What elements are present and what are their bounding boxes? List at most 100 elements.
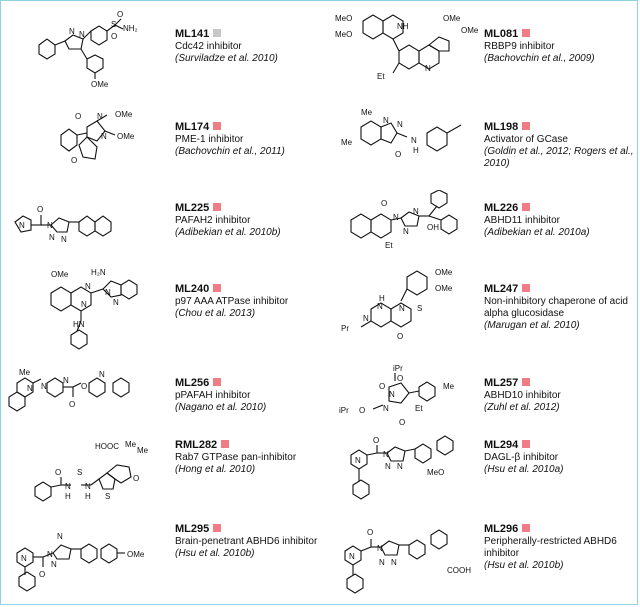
- citation: (Adibekian et al. 2010b): [175, 227, 281, 238]
- compound-description: p97 AAA ATPase inhibitor: [175, 296, 289, 307]
- atom-label: N: [97, 112, 103, 121]
- atom-label: MeO: [427, 468, 444, 477]
- compound-description: PME-1 inhibitor: [175, 134, 244, 145]
- atom-label: O: [81, 382, 87, 391]
- citation: (Bachovchin et al., 2011): [175, 146, 285, 157]
- atom-label: N: [363, 314, 369, 323]
- compound-id: ML198: [484, 121, 519, 133]
- atom-label: O: [39, 570, 45, 579]
- citation: (Hong et al. 2010): [175, 464, 256, 475]
- structure-ml294: O N N N N MeO: [350, 435, 454, 500]
- structure-ml295: N N N N O OMe: [16, 532, 145, 592]
- atom-label: N: [65, 482, 71, 491]
- atom-label: Me: [341, 138, 353, 147]
- atom-label: OMe: [461, 26, 479, 35]
- atom-label: N: [113, 298, 119, 307]
- atom-label: MeO: [335, 30, 352, 39]
- atom-label: N: [49, 233, 55, 242]
- atom-label: Me: [125, 440, 137, 449]
- citation: (Hsu et al. 2010b): [175, 548, 255, 559]
- square-marker: [522, 378, 531, 386]
- citation: (Hsu et al. 2010b): [484, 560, 564, 571]
- atom-label: OMe: [117, 132, 135, 141]
- atom-label: Et: [415, 404, 423, 413]
- atom-label: N: [85, 282, 91, 291]
- compound-description: Non-inhibitory chaperone of acid alpha g…: [484, 296, 628, 319]
- square-marker: [213, 122, 222, 130]
- structure-ml081: MeO MeO NH OMe OMe N Et: [335, 14, 479, 81]
- compound-id: ML141: [175, 28, 210, 40]
- atom-label: OMe: [127, 550, 145, 559]
- atom-label: N: [411, 136, 417, 145]
- atom-label: N: [383, 116, 389, 125]
- atom-label: Et: [385, 241, 393, 250]
- atom-label: N: [105, 288, 111, 297]
- atom-label: Me: [137, 446, 149, 455]
- atom-label: N: [355, 456, 361, 465]
- citation: (Chou et al. 2013): [175, 308, 256, 319]
- atom-label: N: [385, 462, 391, 471]
- citation: (Bachovchin et al., 2009): [484, 53, 595, 64]
- atom-label: N: [349, 552, 355, 561]
- atom-label: N: [61, 235, 67, 244]
- atom-label: N: [425, 64, 431, 73]
- compound-id: ML240: [175, 283, 210, 295]
- atom-label: OMe: [435, 268, 453, 277]
- atom-label: OMe: [51, 270, 69, 279]
- atom-label: N: [403, 227, 409, 236]
- structure-rml282: HOOC Me Me O S O N N S H H: [34, 440, 149, 502]
- atom-label: O: [133, 474, 139, 483]
- compound-description: PAFAH2 inhibitor: [175, 215, 251, 226]
- atom-label: H: [85, 492, 91, 501]
- atom-label: N: [379, 558, 385, 567]
- atom-label: H: [65, 492, 71, 501]
- atom-label: OH: [427, 223, 439, 232]
- atom-label: N: [377, 544, 383, 553]
- citation: (Zuhl et al. 2012): [484, 402, 560, 413]
- atom-label: O: [373, 436, 379, 445]
- square-marker: [213, 524, 222, 532]
- atom-label: O: [359, 406, 365, 415]
- square-marker: [221, 440, 230, 448]
- structure-ml256: Me N N N O N O: [8, 369, 130, 412]
- structure-ml257: iPr O O N Me iPr O N Et O: [339, 365, 455, 427]
- square-marker: [213, 203, 222, 211]
- structure-ml226: O N N N Et OH: [350, 190, 458, 250]
- atom-label: O: [399, 418, 405, 427]
- compound-description: Cdc42 inhibitor: [175, 41, 242, 52]
- atom-label: N: [413, 207, 419, 216]
- citation: (Nagano et al. 2010): [175, 402, 267, 413]
- atom-label: N: [393, 213, 399, 222]
- atom-label: H₂N: [91, 268, 106, 277]
- atom-label: iPr: [339, 406, 349, 415]
- structure-ml296: O N N N N COOH: [344, 528, 471, 594]
- citation: (Goldin et al., 2012; Rogers et al., 201…: [484, 146, 634, 169]
- atom-label: N: [391, 558, 397, 567]
- compound-id: ML294: [484, 439, 519, 451]
- square-marker: [213, 378, 222, 386]
- atom-label: N: [99, 370, 105, 379]
- atom-label: O: [55, 468, 61, 477]
- atom-label: O: [75, 112, 81, 121]
- compound-id: ML296: [484, 523, 519, 535]
- atom-label: N: [79, 30, 85, 39]
- structure-ml225: O N N N N: [14, 205, 112, 244]
- compound-id: ML247: [484, 283, 519, 295]
- structure-ml174: O N N OMe OMe O: [60, 110, 135, 165]
- structure-ml141: N N O S NH₂ O OMe: [38, 10, 138, 89]
- atom-label: N: [85, 482, 91, 491]
- atom-label: Me: [361, 108, 373, 117]
- compound-description: Brain-penetrant ABHD6 inhibitor: [175, 536, 318, 547]
- compound-description: Activator of GCase: [484, 134, 568, 145]
- atom-label: H: [413, 146, 419, 155]
- citation: (Marugan et al. 2010): [484, 320, 580, 331]
- atom-label: N: [383, 450, 389, 459]
- compound-id: ML295: [175, 523, 210, 535]
- compound-description: DAGL-β inhibitor: [484, 452, 559, 463]
- atom-label: O: [71, 156, 77, 165]
- atom-label: O: [69, 400, 75, 409]
- structure-ml198: Me Me N N N H O: [341, 108, 462, 159]
- atom-label: O: [117, 10, 123, 19]
- atom-label: N: [57, 532, 63, 541]
- atom-label: Me: [19, 369, 31, 377]
